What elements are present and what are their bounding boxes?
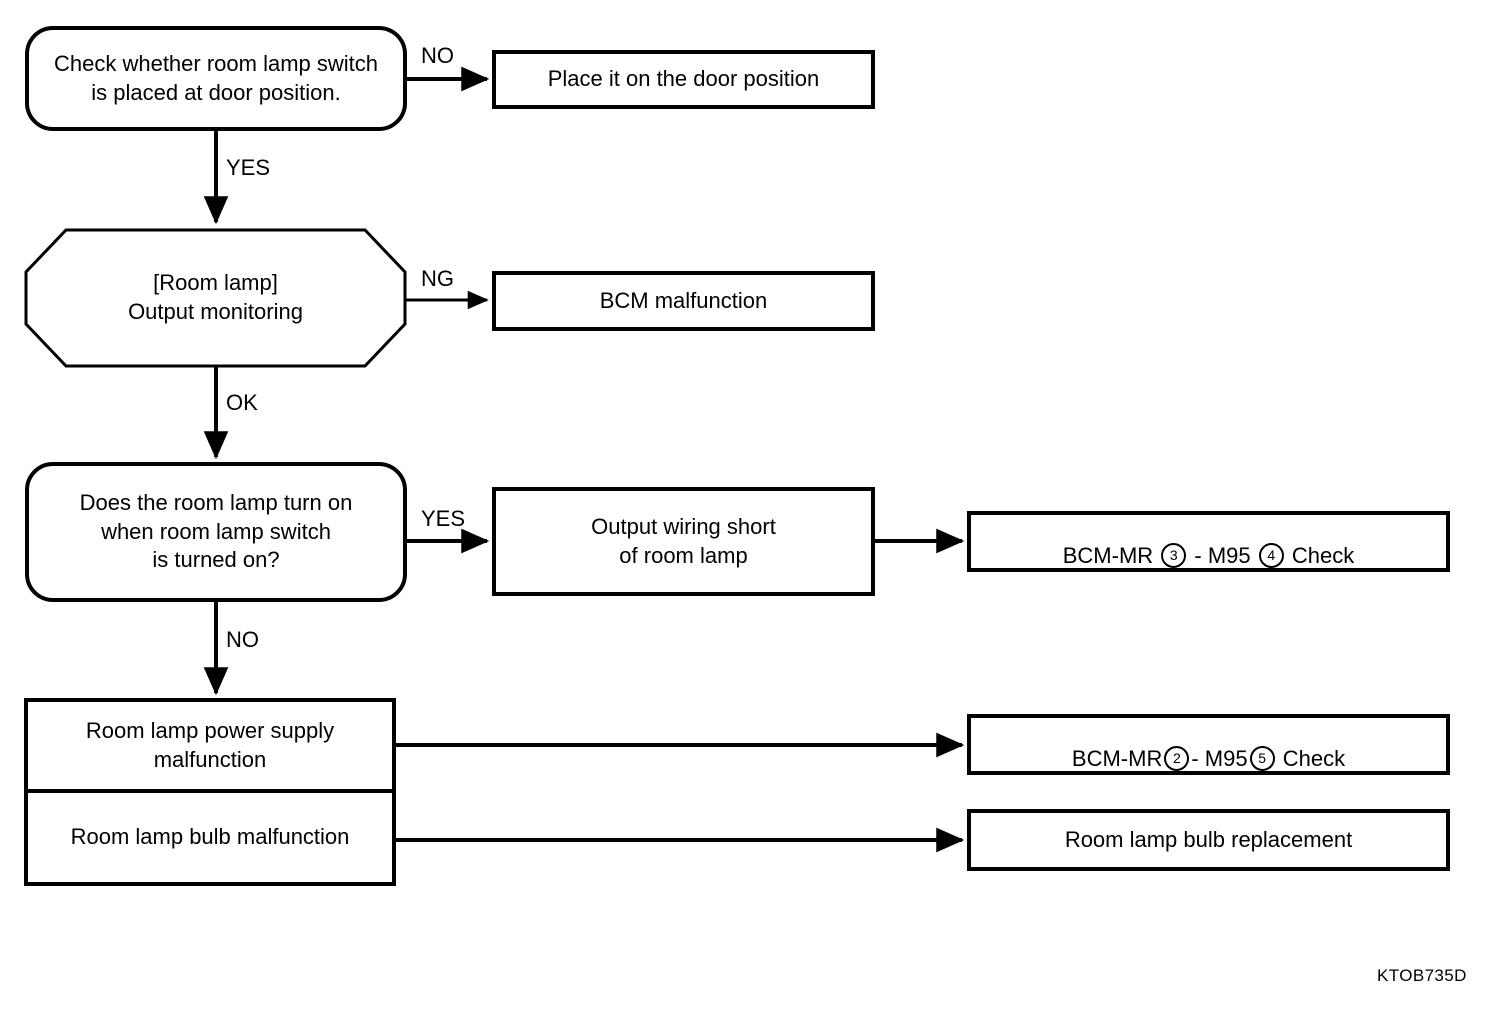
node-bcm-mr-2-m95-5-shape[interactable] bbox=[967, 714, 1450, 775]
node-bcm-mr-3-m95-4-shape[interactable] bbox=[967, 511, 1450, 572]
node-bcm-malfunction-shape[interactable] bbox=[492, 271, 875, 331]
node-bulb-replacement-shape[interactable] bbox=[967, 809, 1450, 871]
node-power-supply-malfunction-shape[interactable] bbox=[24, 698, 396, 793]
node-output-monitoring-shape[interactable] bbox=[24, 228, 407, 368]
edge-label-monitor-ng: NG bbox=[421, 266, 454, 291]
node-place-door-position-shape[interactable] bbox=[492, 50, 875, 109]
edge-label-monitor-ok: OK bbox=[226, 390, 258, 415]
node-check-switch-shape[interactable] bbox=[25, 26, 407, 131]
node-output-wiring-short-shape[interactable] bbox=[492, 487, 875, 596]
edge-label-check-yes: YES bbox=[226, 155, 271, 180]
node-bulb-malfunction-shape[interactable] bbox=[24, 789, 396, 886]
edge-label-lamp-yes: YES bbox=[421, 506, 466, 531]
edge-label-lamp-no: NO bbox=[226, 627, 259, 652]
node-lamp-turn-on-shape[interactable] bbox=[25, 462, 407, 602]
edge-label-check-no: NO bbox=[421, 43, 454, 68]
figure-code: KTOB735D bbox=[1377, 966, 1467, 985]
